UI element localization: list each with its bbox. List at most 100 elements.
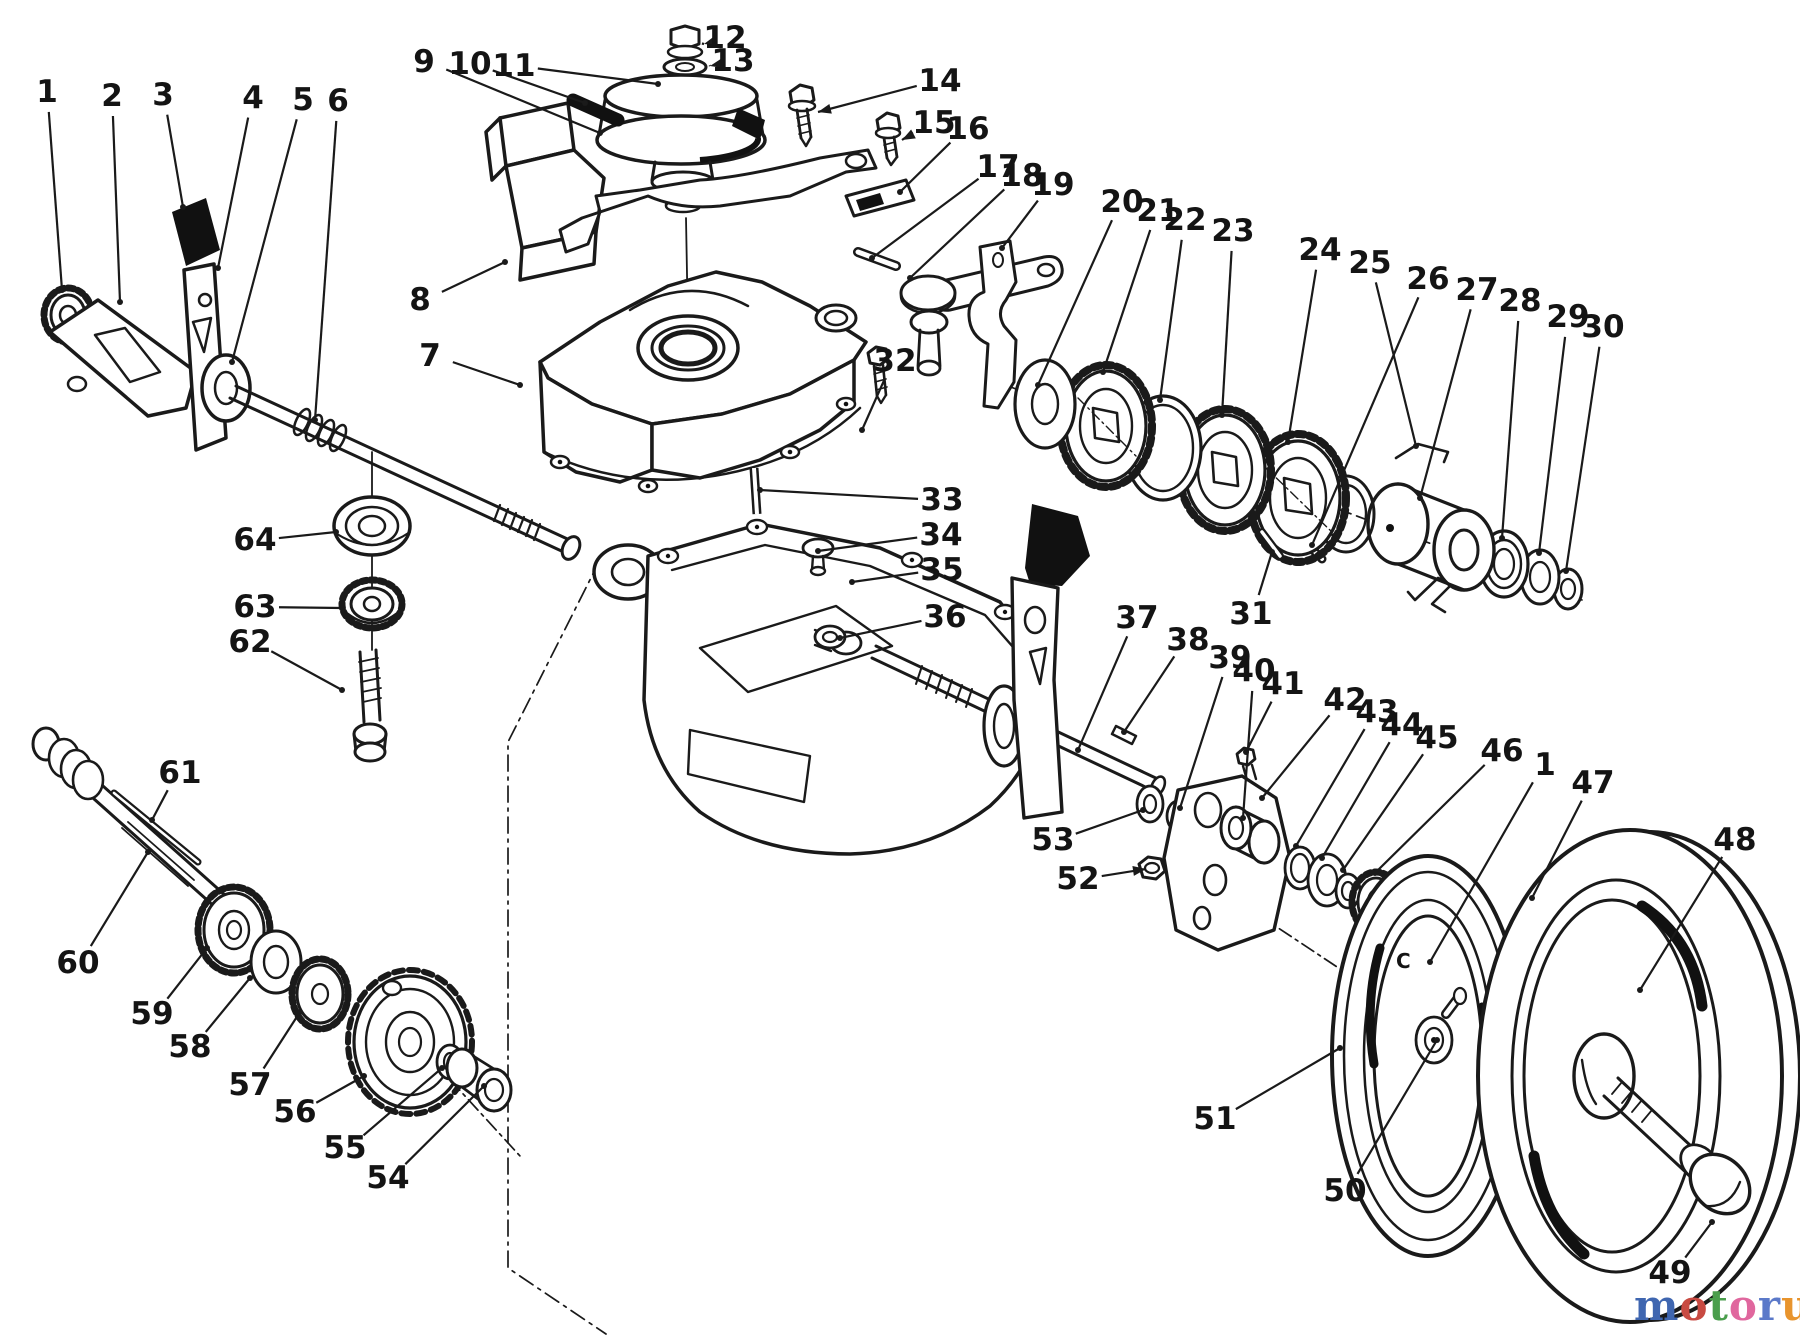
svg-text:50: 50 [1323,1173,1366,1209]
callout-21: 21 [1100,193,1180,375]
bearing-gear-bolt-column [332,495,412,763]
svg-text:30: 30 [1581,309,1624,345]
gear-case-housing [592,467,1044,856]
svg-text:37: 37 [1115,600,1158,636]
callout-33: 33 [757,482,964,518]
svg-text:16: 16 [946,111,989,147]
svg-text:55: 55 [323,1130,366,1166]
callout-38: 38 [1121,622,1210,735]
drive-gear-21 [1056,361,1156,491]
svg-text:54: 54 [366,1160,409,1196]
callout-15: 15 [901,105,956,141]
svg-text:7: 7 [419,338,441,374]
pulley-top [603,73,759,119]
callout-42: 42 [1259,682,1367,801]
svg-text:49: 49 [1648,1255,1691,1291]
pulley-bottom [595,114,767,166]
callout-54: 54 [366,1083,487,1196]
callout-50: 50 [1323,1037,1440,1209]
callout-8: 8 [409,259,508,318]
hub-bolt [1441,986,1468,1019]
svg-text:24: 24 [1298,232,1341,268]
svg-text:41: 41 [1261,666,1304,702]
sleeve-54 [445,1047,513,1113]
callout-32: 32 [859,343,917,433]
svg-text:4: 4 [242,80,264,116]
svg-text:38: 38 [1166,622,1209,658]
rubber-bumper [172,198,220,266]
svg-text:57: 57 [228,1067,271,1103]
shift-guide-bracket [967,239,1018,410]
cam-lever-assembly [853,247,1064,377]
pinion-arm-assembly [40,198,252,452]
svg-text:51: 51 [1193,1101,1236,1137]
svg-text:13: 13 [711,43,754,79]
detent-pin-61 [110,789,202,866]
callout-58: 58 [168,975,253,1065]
clutch-drum [1366,482,1496,592]
callout-13: 13 [708,43,755,79]
svg-text:28: 28 [1498,283,1541,319]
callout-56: 56 [273,1073,367,1130]
pin-31 [1258,528,1284,560]
svg-text:56: 56 [273,1094,316,1130]
svg-text:45: 45 [1415,720,1458,756]
callout-29: 29 [1536,299,1590,556]
svg-text:46: 46 [1480,733,1523,769]
callout-26: 26 [1309,261,1450,548]
svg-text:18: 18 [1000,158,1043,194]
belt-wedge [732,108,765,140]
roll-pin [566,93,625,127]
hex-bolt-15 [874,111,902,167]
shaft-knurl [492,503,542,542]
sprocket-56 [345,967,475,1117]
retainer-clip-upper [1394,442,1450,464]
svg-text:36: 36 [923,599,966,635]
callout-52: 52 [1056,861,1147,897]
tire-hub-hole [1572,1032,1636,1120]
rim-letter-mark: C [1396,949,1411,973]
clutch-gear-stack [1013,358,1584,614]
washer-58 [249,929,303,995]
svg-text:35: 35 [920,552,963,588]
svg-text:19: 19 [1031,167,1074,203]
callout-49: 49 [1648,1219,1715,1291]
washer-53 [1135,784,1165,824]
callout-22: 22 [1157,202,1207,403]
svg-text:2: 2 [101,78,123,114]
clutch-shaft-60 [31,726,228,910]
svg-text:21: 21 [1136,193,1179,229]
svg-text:8: 8 [409,282,431,318]
svg-text:59: 59 [130,996,173,1032]
callout-64: 64 [233,522,339,558]
svg-text:60: 60 [56,945,99,981]
watermark-motoruf: motoruf'.de [1634,1281,1800,1330]
callout-5: 5 [229,82,314,365]
callout-19: 19 [999,167,1075,251]
gear-case-cover [538,270,890,494]
callout-1: 1 [1427,747,1556,965]
nut [669,24,701,51]
callout-60: 60 [56,849,151,981]
callout-27: 27 [1417,272,1499,501]
callout-9: 9 [413,44,603,136]
callout-16: 16 [897,111,990,195]
callout-34: 34 [815,517,963,554]
svg-text:27: 27 [1455,272,1498,308]
lock-nut-52 [1137,855,1167,881]
svg-text:64: 64 [233,522,276,558]
svg-text:44: 44 [1380,707,1423,743]
svg-text:22: 22 [1163,202,1206,238]
callout-31: 31 [1229,549,1275,632]
svg-text:62: 62 [228,624,271,660]
gear-57 [288,955,352,1033]
svg-text:61: 61 [158,755,201,791]
callout-39: 39 [1177,640,1252,811]
svg-text:39: 39 [1208,640,1251,676]
callout-37: 37 [1075,600,1159,753]
svg-text:15: 15 [912,105,955,141]
callout-6: 6 [312,83,349,423]
callout-10: 10 [448,46,588,106]
